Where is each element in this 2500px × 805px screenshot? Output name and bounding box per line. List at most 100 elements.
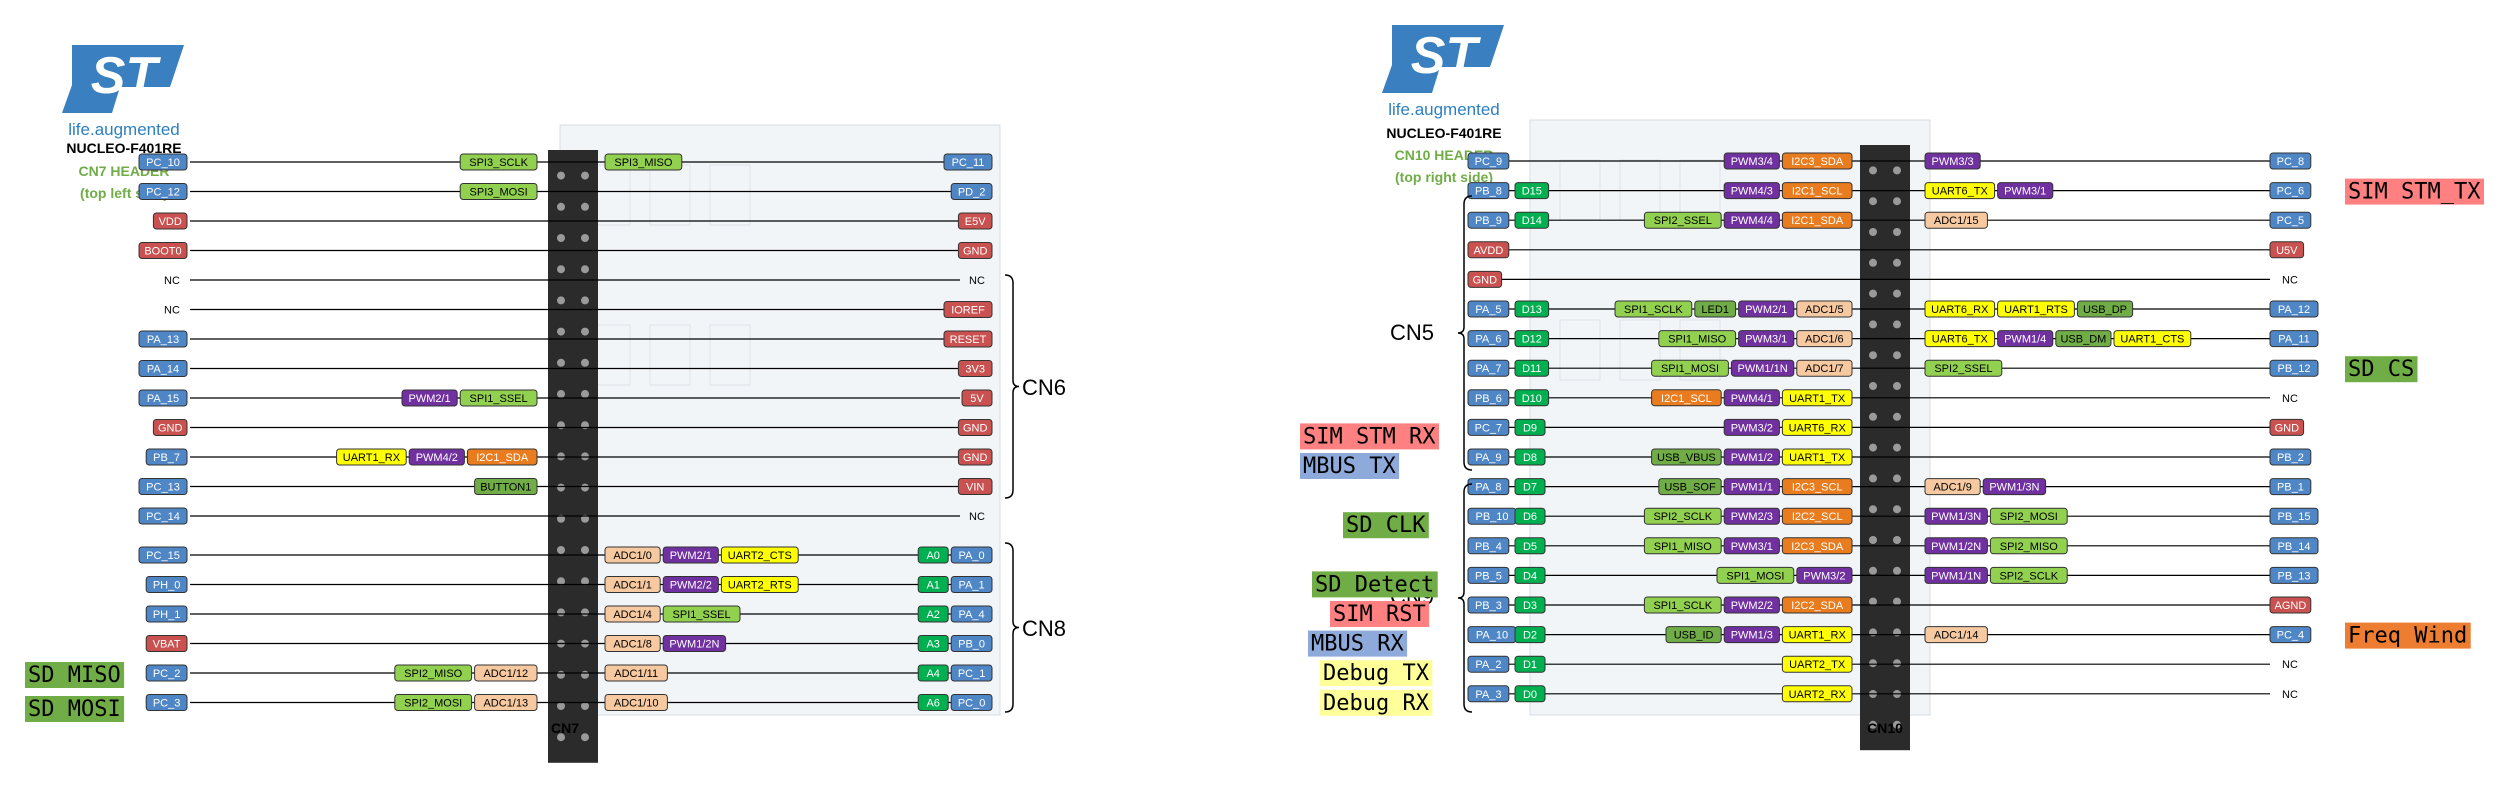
pin-tag-label: USB_VBUS [1657, 452, 1716, 464]
pin-tag-box [1997, 182, 2054, 200]
pin-tag-label: PWM1/4 [2004, 334, 2046, 346]
side-note: SIM STM RX [1300, 423, 1439, 450]
pin-tag-label: I2C1_SDA [476, 452, 529, 464]
side-note-box [25, 696, 125, 722]
pin-tag-label: ADC1/0 [613, 550, 652, 562]
board-photo-background [559, 124, 1001, 716]
pin-tag: PA_7 [1467, 359, 1510, 377]
pin-tag: D13 [1514, 300, 1550, 318]
pin-tag: UART1_TX [1781, 448, 1853, 466]
pin-tag-label: PWM1/2N [669, 639, 719, 651]
pin-tag-box [2269, 448, 2312, 466]
pin-tag-box [1781, 418, 1853, 436]
pin-tag: USB_VBUS [1651, 448, 1722, 466]
pin-tag: AGND [2269, 596, 2312, 614]
pin-tag-box [1723, 418, 1780, 436]
pin-tag-label: ADC1/13 [483, 698, 528, 710]
pin-tag-label: SPI2_SSEL [1934, 363, 1992, 375]
pin-tag-label: PC_10 [146, 157, 180, 169]
header-pin [581, 702, 589, 710]
pin-tag-box [957, 360, 993, 377]
pin-tag-label: D15 [1522, 186, 1542, 198]
board-component [1679, 319, 1721, 381]
pin-tag-box [1514, 418, 1546, 436]
pin-tag-box [1514, 359, 1550, 377]
pin-tag-box [401, 389, 458, 407]
pin-tag-box [2269, 418, 2305, 436]
pin-tag-box [1614, 300, 1693, 318]
pin-tag-label: ADC1/14 [1934, 630, 1979, 642]
side-note-box [2345, 356, 2418, 383]
pin-tag: SPI1_MOSI [1716, 566, 1795, 584]
pin-tag-label: A4 [926, 668, 939, 680]
pin-tag-label: PB_10 [1475, 511, 1508, 523]
pin-tag-label: PB_8 [1475, 186, 1502, 198]
pin-tag-box [1514, 566, 1546, 584]
pin-tag-box [917, 664, 949, 682]
pin-tag-label: D1 [1523, 659, 1537, 671]
pin-tag-box [1924, 211, 1988, 229]
pin-tag-label: PC_1 [958, 668, 986, 680]
pin-tag: PWM2/3 [1723, 507, 1780, 525]
pin-tag-box [1467, 478, 1510, 496]
pin-tag-box [138, 242, 188, 259]
header-pin [1869, 320, 1877, 329]
pin-tag-label: PB_0 [958, 639, 985, 651]
pin-tag-box [604, 153, 683, 171]
pin-tag-label: PB_13 [2277, 570, 2310, 582]
pin-tag-label: PA_11 [2278, 334, 2309, 346]
pin-tag-label: ADC1/4 [613, 609, 652, 621]
pin-tag: GND [1467, 270, 1503, 288]
header-pin [1893, 258, 1901, 267]
pin-tag: UART1_RTS [1997, 300, 2075, 318]
pin-tag-label: PWM1/1N [1931, 570, 1981, 582]
pin-tag-label: PC_8 [2277, 156, 2305, 168]
header-pin [1869, 351, 1877, 360]
pin-tag-box [943, 301, 993, 318]
pin-tag: UART6_TX [1924, 330, 1996, 348]
pin-tag: A3 [917, 635, 949, 652]
header-pin [581, 358, 589, 367]
pin-tag-box [950, 664, 993, 682]
header-pin [1893, 197, 1901, 206]
pin-tag-box [1658, 478, 1722, 496]
side-note: SIM RST [1330, 601, 1430, 627]
connector-brace [1004, 542, 1020, 713]
pin-tag: BOOT0 [138, 242, 188, 259]
pin-tag: PA_3 [1467, 685, 1510, 703]
header-pin [1893, 474, 1901, 483]
pin-tag-label: SPI2_MISO [2000, 541, 2059, 553]
pin-tag-label: E5V [965, 216, 986, 228]
pin-tag-box [1467, 596, 1510, 614]
pin-tag-box [957, 242, 993, 259]
pin-tag-box [1651, 359, 1729, 377]
pin-tag-box [950, 694, 993, 711]
pin-tag-box [2269, 211, 2312, 229]
pin-tag-label: SPI1_MISO [1654, 541, 1713, 553]
pin-tag-box [2076, 300, 2134, 318]
header-pin [557, 202, 565, 211]
pin-tag: SPI2_SSEL [1643, 211, 1722, 229]
header-pin [557, 546, 565, 554]
pin-tag-box [1924, 152, 1981, 170]
pin-tag-label: PA_1 [959, 580, 985, 592]
pin-tag: SPI2_SCLK [1643, 507, 1722, 525]
pin-tag-label: I2C3_SDA [1791, 541, 1844, 553]
pin-tag-label: PB_5 [1475, 570, 1502, 582]
pin-tag: PWM2/2 [662, 576, 719, 593]
pin-tag: SPI3_MOSI [459, 183, 538, 200]
side-note-text: SD MISO [28, 663, 121, 688]
pin-tag-label: SPI2_SCLK [1999, 570, 2058, 582]
header-pin [1869, 597, 1877, 606]
pin-tag-label: UART1_CTS [2120, 334, 2184, 346]
pin-tag-box [1643, 507, 1722, 525]
pin-tag-box [138, 507, 188, 525]
